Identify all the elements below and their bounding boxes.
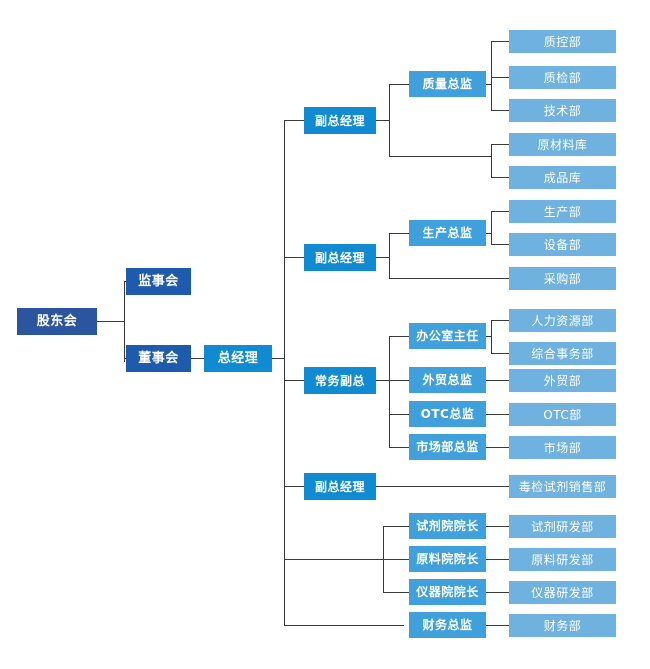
connector-office-to-hr: [491, 320, 509, 321]
node-production-department[interactable]: 生产部: [509, 200, 616, 223]
connector-stores-bus: [491, 144, 492, 178]
connector-vp1-bus: [389, 84, 390, 157]
node-foreign-trade-department[interactable]: 外贸部: [509, 369, 616, 392]
connector-vp2-out: [376, 257, 390, 258]
node-instrument-institute-dean[interactable]: 仪器院院长: [409, 579, 486, 605]
node-otc-director[interactable]: OTC总监: [409, 401, 486, 427]
node-finished-goods-warehouse[interactable]: 成品库: [509, 166, 616, 189]
node-vice-president-2[interactable]: 副总经理: [304, 244, 376, 271]
node-board[interactable]: 董事会: [126, 345, 191, 372]
connector-shareholders-bus: [124, 281, 125, 362]
connector-to-raw-store: [491, 144, 509, 145]
connector-vp1-to-stores: [389, 156, 492, 157]
connector-trunk-to-vp1: [284, 120, 304, 121]
node-finance-director[interactable]: 财务总监: [409, 612, 486, 638]
node-quality-director[interactable]: 质量总监: [409, 71, 486, 97]
connector-otc-to-dept: [486, 414, 509, 415]
node-tech-department[interactable]: 技术部: [509, 99, 616, 122]
connector-quality-to-qa: [491, 77, 509, 78]
connector-gm-out: [271, 358, 285, 359]
connector-vp2-bus: [389, 233, 390, 279]
connector-shareholders-out: [97, 321, 125, 322]
node-general-manager[interactable]: 总经理: [204, 345, 272, 372]
connector-vp1-out: [376, 120, 390, 121]
connector-market-to-dept: [486, 447, 509, 448]
node-qc-department[interactable]: 质控部: [509, 30, 616, 53]
node-production-director[interactable]: 生产总监: [409, 220, 486, 246]
node-vice-president-1[interactable]: 副总经理: [304, 107, 376, 134]
connector-deans-to-reagent: [383, 526, 409, 527]
node-purchasing-department[interactable]: 采购部: [509, 267, 616, 290]
connector-prod-bus: [491, 211, 492, 245]
node-general-affairs-department[interactable]: 综合事务部: [509, 342, 616, 365]
connector-reagent-to-rd: [486, 526, 509, 527]
connector-execvp-bus: [389, 336, 390, 448]
connector-instrument-to-rd: [486, 592, 509, 593]
connector-board-to-gm: [191, 358, 205, 359]
connector-prod-out: [486, 233, 492, 234]
node-material-institute-dean[interactable]: 原料院院长: [409, 546, 486, 572]
connector-deans-to-material: [383, 559, 409, 560]
connector-execvp-to-market: [389, 447, 409, 448]
connector-quality-bus: [491, 41, 492, 110]
node-foreign-trade-director[interactable]: 外贸总监: [409, 367, 486, 393]
connector-trade-to-dept: [486, 380, 509, 381]
connector-vp2-to-prod: [389, 233, 409, 234]
connector-vp3-to-toxsales: [376, 486, 509, 487]
node-market-department[interactable]: 市场部: [509, 436, 616, 459]
node-material-rd-department[interactable]: 原料研发部: [509, 548, 616, 571]
node-supervisors[interactable]: 监事会: [126, 268, 191, 295]
connector-execvp-to-otc: [389, 414, 409, 415]
node-shareholders[interactable]: 股东会: [17, 308, 97, 335]
connector-vp1-to-quality: [389, 84, 409, 85]
node-raw-material-warehouse[interactable]: 原材料库: [509, 133, 616, 156]
connector-execvp-out: [376, 380, 390, 381]
connector-prod-to-equip: [491, 244, 509, 245]
node-otc-department[interactable]: OTC部: [509, 403, 616, 426]
connector-execvp-to-trade: [389, 380, 409, 381]
node-equipment-department[interactable]: 设备部: [509, 233, 616, 256]
connector-trunk-to-execvp: [284, 380, 304, 381]
node-executive-vice-president[interactable]: 常务副总: [304, 367, 376, 394]
node-office-director[interactable]: 办公室主任: [409, 323, 486, 349]
connector-office-bus: [491, 320, 492, 354]
connector-office-out: [486, 336, 492, 337]
node-vice-president-3[interactable]: 副总经理: [304, 473, 376, 500]
node-reagent-institute-dean[interactable]: 试剂院院长: [409, 513, 486, 539]
node-qa-department[interactable]: 质检部: [509, 66, 616, 89]
connector-material-to-rd: [486, 559, 509, 560]
node-finance-department[interactable]: 财务部: [509, 614, 616, 637]
connector-finance-to-dept: [486, 625, 509, 626]
connector-quality-to-tech: [491, 110, 509, 111]
connector-trunk-to-vp2: [284, 257, 304, 258]
connector-trunk-to-deans: [284, 559, 384, 560]
node-reagent-rd-department[interactable]: 试剂研发部: [509, 515, 616, 538]
connector-to-finished-store: [491, 177, 509, 178]
connector-quality-to-qc: [491, 41, 509, 42]
node-market-director[interactable]: 市场部总监: [409, 434, 486, 460]
connector-deans-to-instrument: [383, 592, 409, 593]
connector-quality-out: [486, 84, 492, 85]
node-hr-department[interactable]: 人力资源部: [509, 309, 616, 332]
connector-trunk-to-vp3: [284, 486, 304, 487]
node-instrument-rd-department[interactable]: 仪器研发部: [509, 581, 616, 604]
connector-trunk-to-finance: [284, 625, 404, 626]
connector-main-trunk: [284, 120, 285, 626]
connector-prod-to-proddept: [491, 211, 509, 212]
node-toxicology-reagent-sales-department[interactable]: 毒检试剂销售部: [509, 475, 616, 498]
connector-execvp-to-office: [389, 336, 409, 337]
connector-vp2-to-purchase: [389, 278, 509, 279]
connector-office-to-admin: [491, 353, 509, 354]
